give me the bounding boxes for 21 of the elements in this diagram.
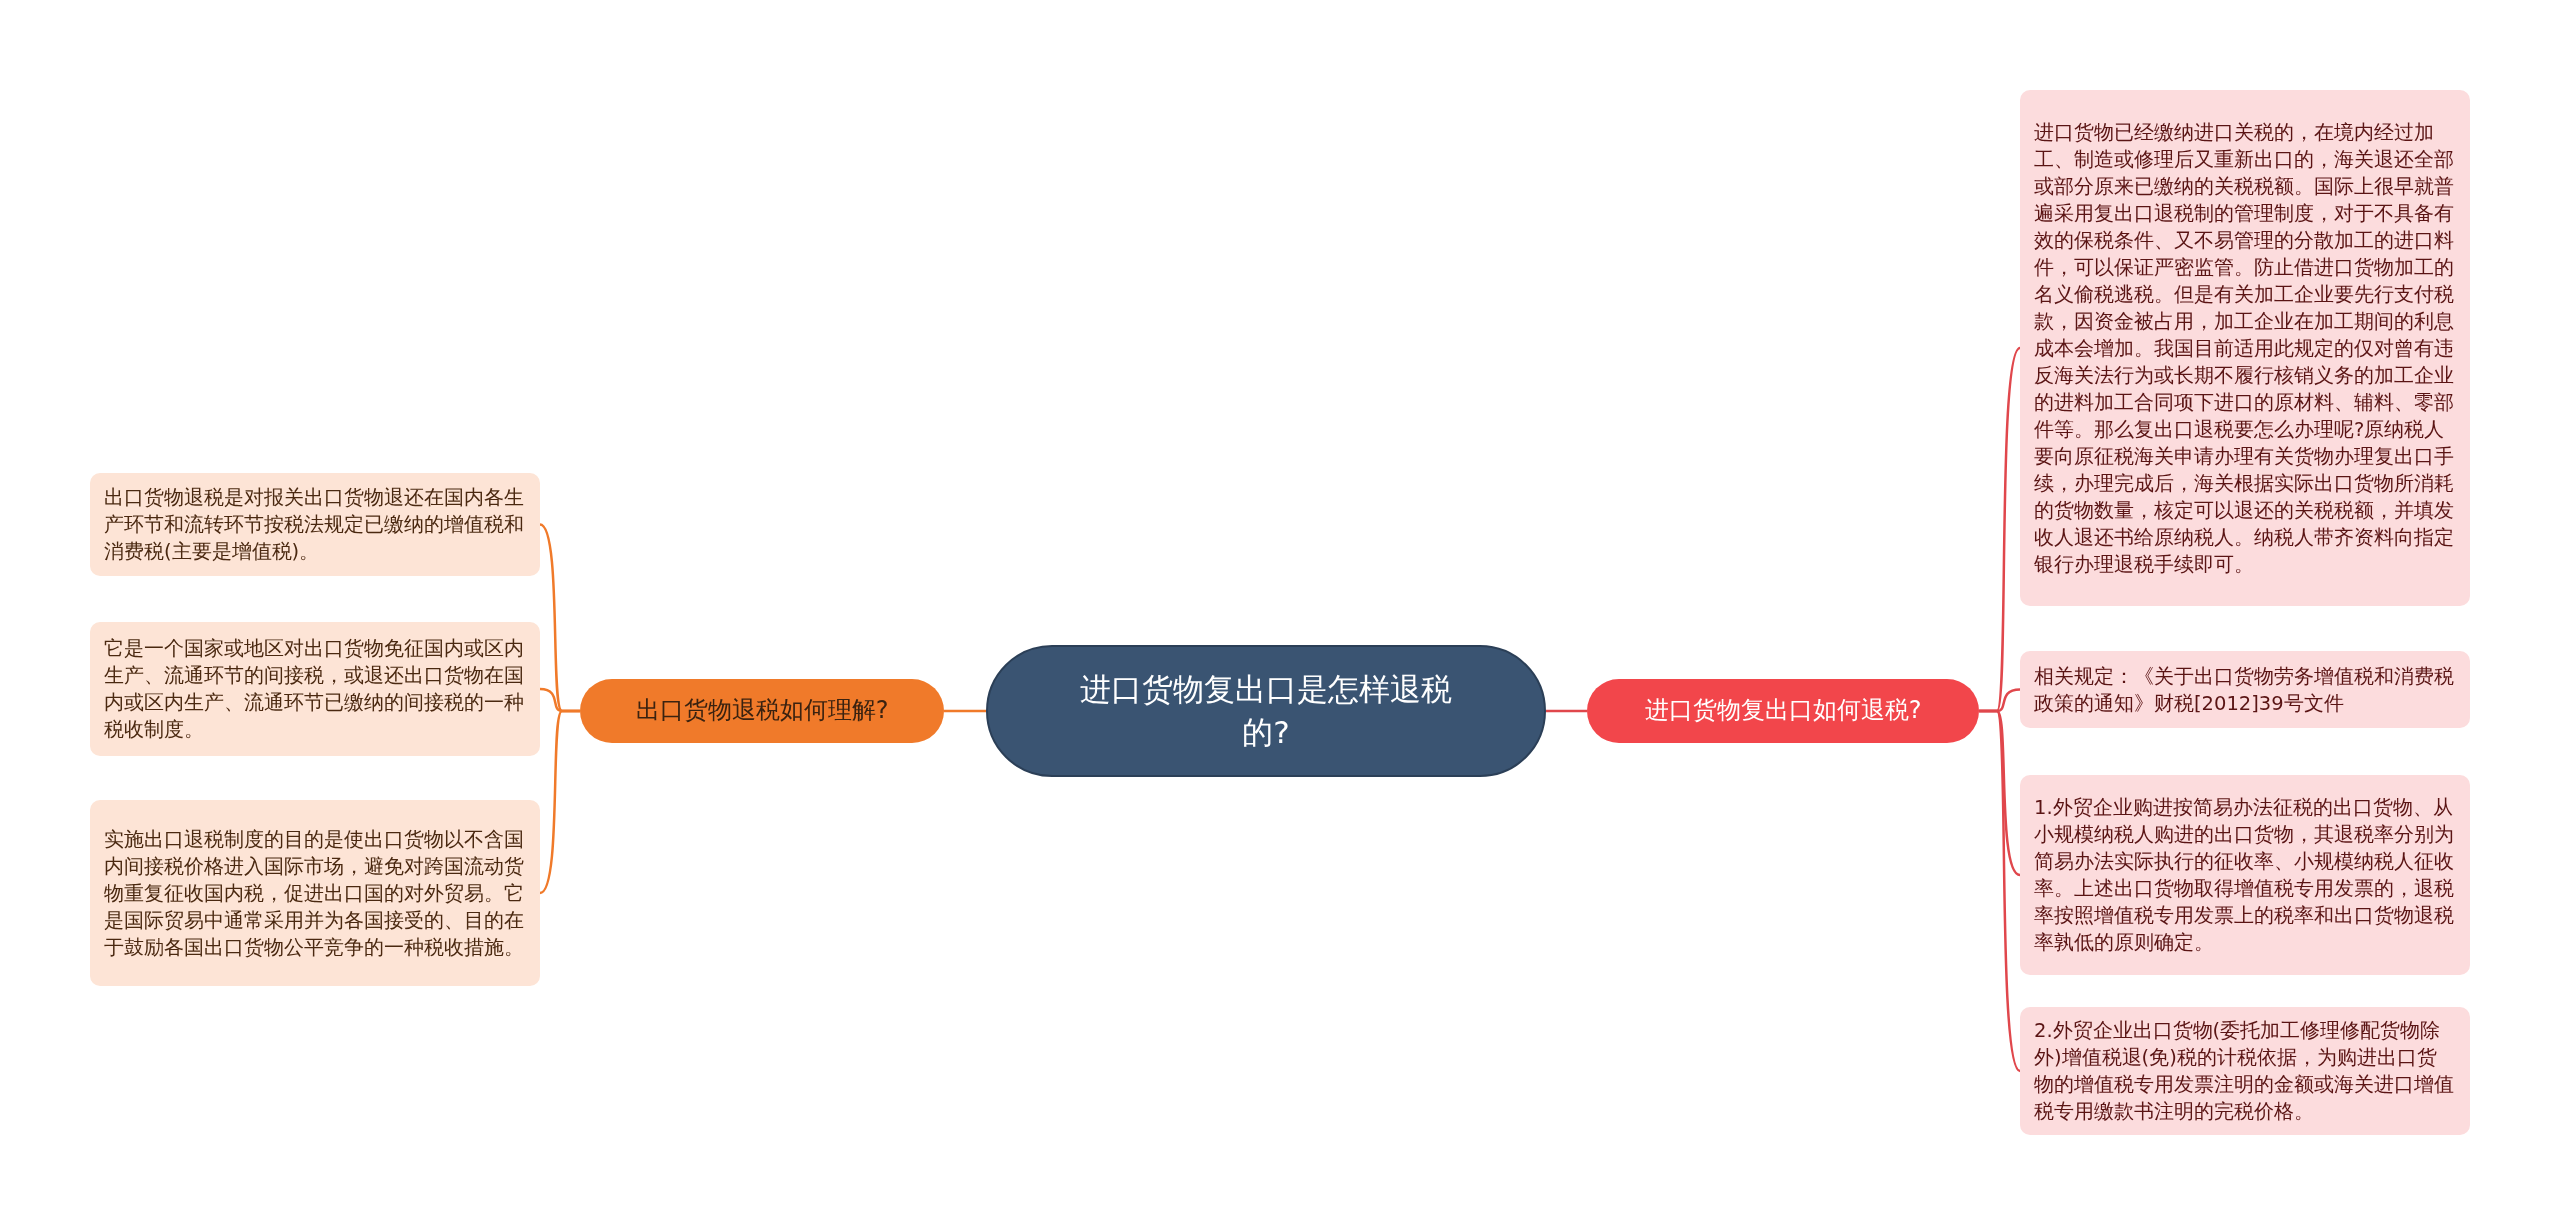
connector-line [539,709,580,894]
topic-text: 进口货物复出口如何退税? [1644,695,1922,727]
connector-line [944,709,986,713]
note-card [90,473,540,576]
topic-text: 出口货物退税是对报关出口货物退还在国内各生产环节和流转环节按税法规定已缴纳的增值税和消费税(主要是增值税)。 [104,485,525,565]
topic-text: 出口货物退税如何理解? [635,695,889,727]
note-card [90,800,540,986]
note-card [2020,90,2470,606]
connector-line [1979,709,2021,1072]
connector-line [1546,709,1587,713]
topic-text: 进口货物已经缴纳进口关税的，在境内经过加工、制造或修理后又重新出口的，海关退还全部或部分原来已缴纳的关税税额。国际上很早就普遍采用复出口退税制的管理制度，对于不具备有效的保税条件、又不易管理的分散加工的进口料件，可以保证严密监管。防止借进口货物加工的名义偷税逃税。但是有关加工企业要先行支付税款，因资金被占用，加工企业在加工期间的利息成本会增加。我国目前适用此规定的仅对曾有违反海关法行为或长期不履行核销义务的加工企业的进料加工合同项下进口的原材料、辅料、零部件等。那么复出口退税要怎么办理呢?原纳税人要向原征税海关申请办理有关货物办理复出口手续，办理完成后，海关根据实际出口货物所消耗的货物数量，核定可以退还的关税税额，并填发收人退还书给原纳税人。纳税人带齐资料向指定银行办理退税手续即可。 [2034,119,2455,578]
topic-text: 进口货物复出口是怎样退税的? [1079,669,1453,752]
note-card [2020,651,2470,728]
topic-text: 1.外贸企业购进按简易办法征税的出口货物、从小规模纳税人购进的出口货物，其退税率分别为简易办法实际执行的征收率、小规模纳税人征收率。上述出口货物取得增值税专用发票的，退税率按照增值税专用发票上的税率和出口货物退税率孰低的原则确定。 [2034,795,2455,956]
topic-text: 它是一个国家或地区对出口货物免征国内或区内生产、流通环节的间接税，或退还出口货物在国内或区内生产、流通环节已缴纳的间接税的一种税收制度。 [104,636,525,743]
note-card [2020,1007,2470,1135]
topic-text: 相关规定：《关于出口货物劳务增值税和消费税政策的通知》财税[2012]39号文件 [2034,663,2455,717]
note-card [90,622,540,756]
topic-text: 2.外贸企业出口货物(委托加工修理修配货物除外)增值税退(免)税的计税依据，为购进出口货物的增值税专用发票注明的金额或海关进口增值税专用缴款书注明的完税价格。 [2034,1018,2455,1125]
topic-text: 实施出口退税制度的目的是使出口货物以不含国内间接税价格进入国际市场，避免对跨国流动货物重复征收国内税，促进出口国的对外贸易。它是国际贸易中通常采用并为各国接受的、目的在于鼓励各国出口货物公平竞争的一种税收措施。 [104,826,525,961]
note-card [2020,775,2470,975]
